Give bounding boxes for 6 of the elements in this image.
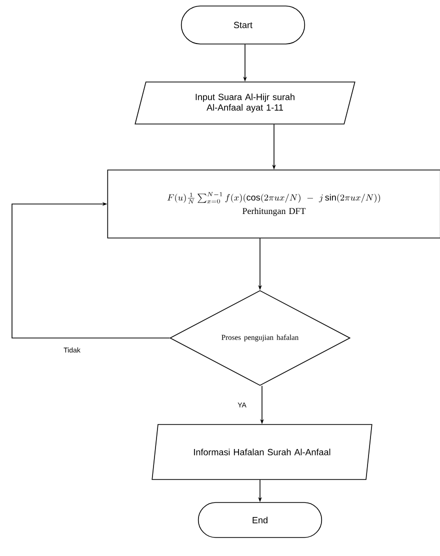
process-label: Perhitungan DFT: [242, 208, 306, 216]
io-parallelogram: Input Suara Al-Hijr surah Al-Anfaal ayat 1-11: [134, 82, 356, 124]
io-parallelogram: Informasi Hafalan Surah Al-Anfaal: [152, 424, 372, 480]
process-box: [107, 170, 440, 238]
arrow: [12, 202, 170, 338]
formula: $F(u)\frac{1}{N}\sum_{x=0}^{N-1} f(x)(\cos(2\pi ux/N)-j\sin(2\pi ux/N))$: [167, 192, 380, 204]
